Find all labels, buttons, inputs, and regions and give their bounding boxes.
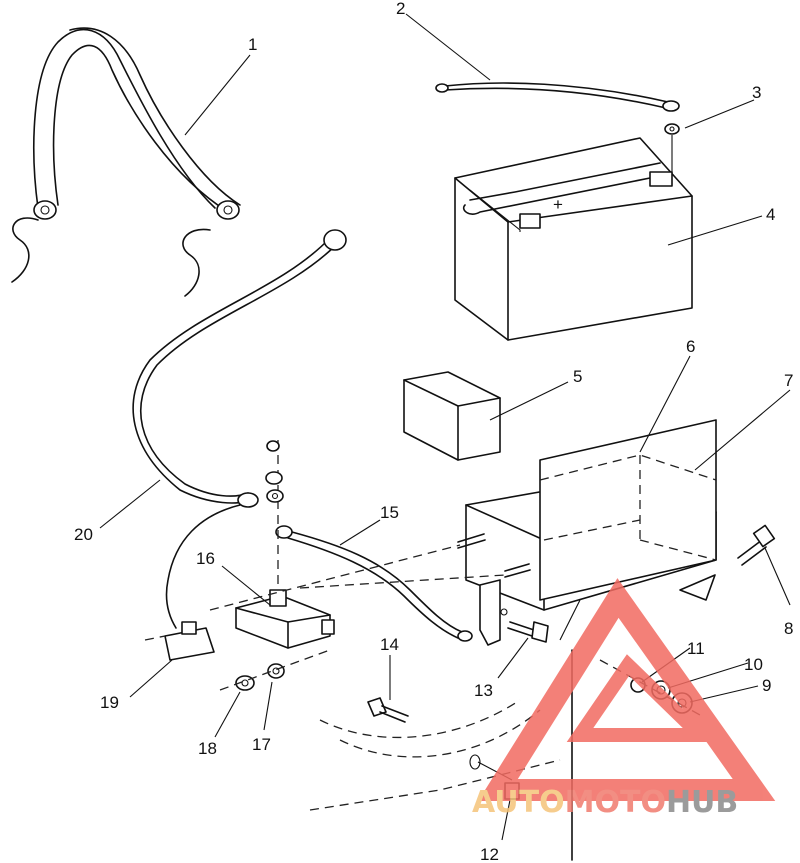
- callout-1: 1: [248, 35, 257, 54]
- watermark-triangle-outer: [478, 578, 776, 801]
- watermark-hub: HUB: [666, 785, 738, 820]
- callout-11: 11: [687, 639, 705, 658]
- battery-plus-sign: +: [553, 195, 563, 214]
- watermark-auto: AUTO: [472, 785, 565, 820]
- part-15-cable: [275, 525, 473, 642]
- reference-lines: [209, 544, 506, 611]
- callout-3: 3: [752, 83, 761, 102]
- part-20-cable: [132, 229, 347, 629]
- callout-4: 4: [766, 205, 775, 224]
- callout-9: 9: [762, 676, 771, 695]
- callout-8: 8: [784, 619, 793, 638]
- part-13-bolt: [507, 621, 549, 643]
- part-17-18-nut: [219, 649, 331, 691]
- part-6-7-battery-box: [457, 419, 717, 646]
- part-4-battery: +: [454, 137, 693, 341]
- callout-6: 6: [686, 337, 695, 356]
- watermark-moto: MOTO: [565, 785, 666, 820]
- part-1-strap: [11, 27, 241, 297]
- callout-12: 12: [480, 845, 499, 863]
- svg-text:AUTOMOTOHUB: AUTOMOTOHUB: [472, 785, 738, 820]
- callout-5: 5: [573, 367, 582, 386]
- callout-19: 19: [100, 693, 119, 712]
- callout-14: 14: [380, 635, 399, 654]
- callout-2: 2: [396, 0, 405, 18]
- part-5-pad: [403, 371, 501, 461]
- callout-16: 16: [196, 549, 215, 568]
- part-19-connector: [144, 621, 215, 661]
- part-3-washer: [664, 123, 680, 175]
- callout-20: 20: [74, 525, 93, 544]
- callout-17: 17: [252, 735, 271, 754]
- watermark-triangle-inner: [566, 654, 718, 742]
- part-2-cable: [435, 82, 680, 112]
- part-14-bolt: [367, 697, 409, 723]
- part-8-bolt: [737, 524, 776, 566]
- leader-lines: [99, 13, 791, 841]
- callout-7: 7: [784, 371, 793, 390]
- part-16-solenoid: [235, 440, 335, 649]
- watermark: AUTOMOTOHUB: [472, 578, 776, 820]
- callout-13: 13: [474, 681, 493, 700]
- callout-numbers: 1 2 3 4 5 6 7 8 9 10 11 12 13 14 15 16 1…: [74, 0, 793, 863]
- callout-10: 10: [744, 655, 763, 674]
- callout-18: 18: [198, 739, 217, 758]
- callout-15: 15: [380, 503, 399, 522]
